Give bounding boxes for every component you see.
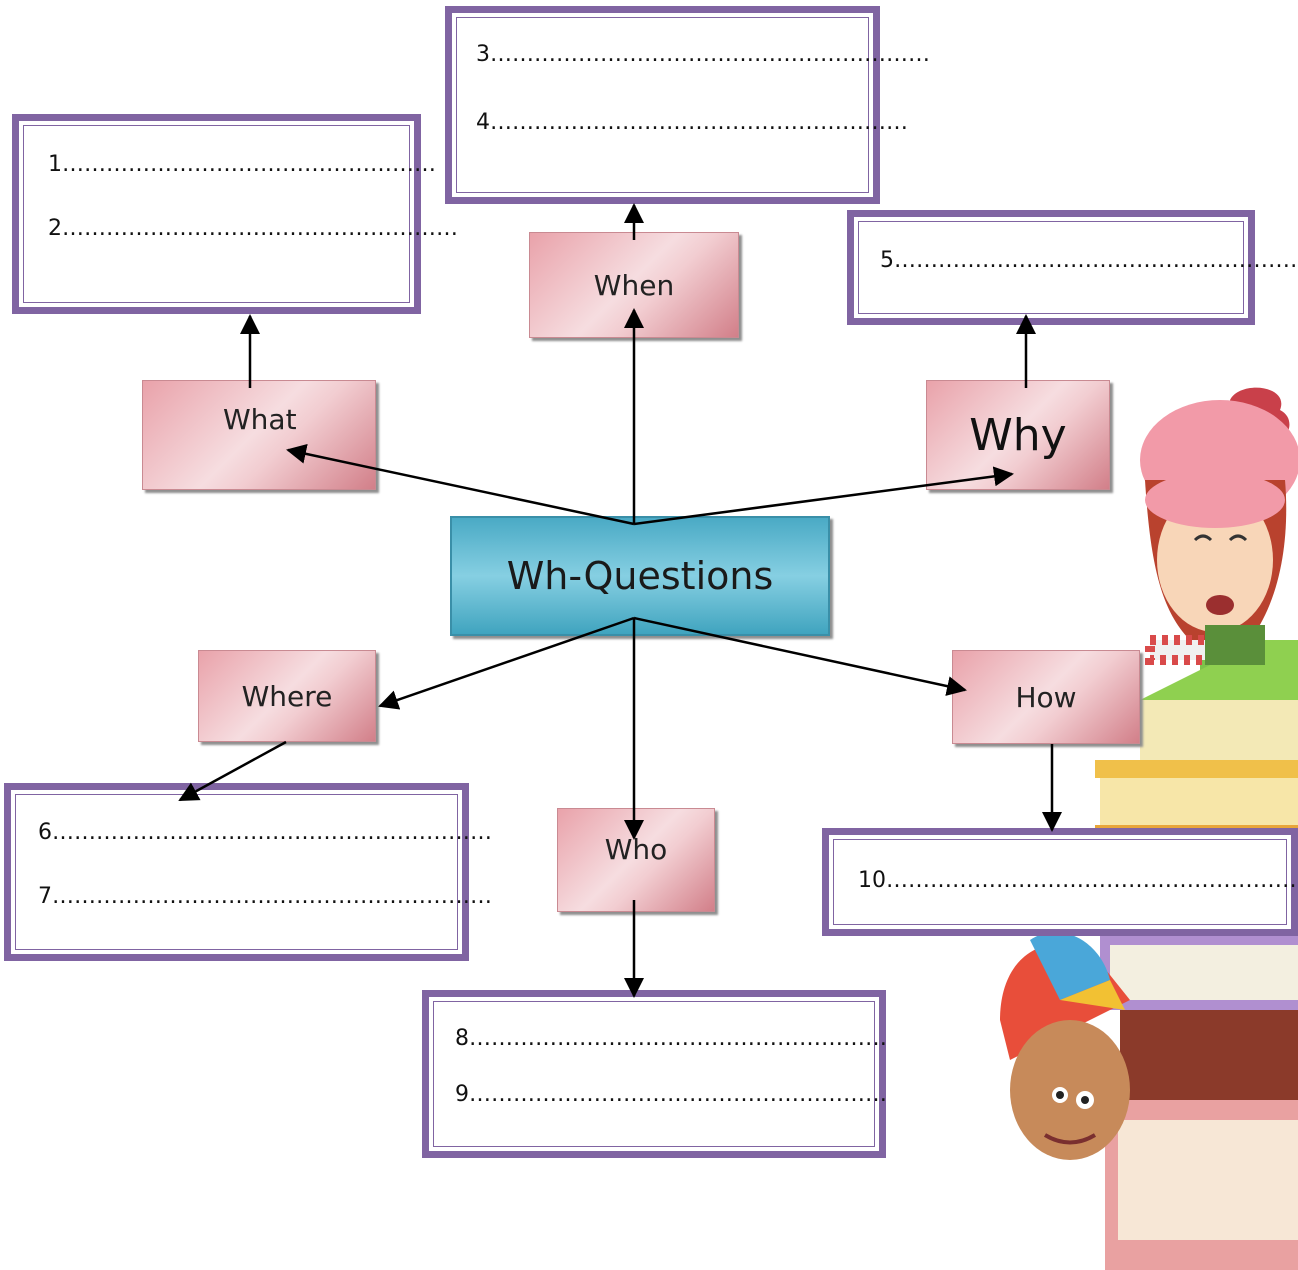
wh-questions-node: Wh-Questions — [450, 516, 830, 636]
what-node: What — [142, 380, 376, 490]
what-answer-box — [12, 114, 421, 314]
answer-line-9[interactable]: 9………………………………………………… — [455, 1082, 887, 1107]
answer-line-2[interactable]: 2……………………………………………… — [48, 216, 458, 241]
where-node: Where — [198, 650, 376, 742]
answer-line-1[interactable]: 1…………………………………………… — [48, 152, 436, 177]
answer-line-5[interactable]: 5………………………………………………… — [880, 248, 1298, 273]
where-answer-box — [4, 783, 469, 961]
answer-line-7[interactable]: 7…………………………………………………… — [38, 884, 492, 909]
answer-line-3[interactable]: 3…………………………………………………… — [476, 42, 930, 67]
answer-line-4[interactable]: 4………………………………………………… — [476, 110, 908, 135]
answer-line-6[interactable]: 6…………………………………………………… — [38, 820, 492, 845]
boy-illustration — [1000, 932, 1130, 1160]
when-answer-box — [445, 6, 880, 204]
how-node: How — [952, 650, 1140, 744]
where-label: Where — [241, 679, 333, 713]
who-node: Who — [557, 808, 715, 912]
why-label: Why — [969, 409, 1067, 461]
answer-line-10[interactable]: 10…………………………………………………… — [858, 868, 1298, 893]
why-answer-box — [847, 210, 1255, 325]
answer-line-8[interactable]: 8………………………………………………… — [455, 1026, 887, 1051]
who-label: Who — [604, 833, 668, 866]
how-answer-box — [822, 828, 1298, 936]
girl-illustration — [1140, 387, 1298, 665]
when-label: When — [593, 268, 675, 302]
how-label: How — [1015, 680, 1077, 714]
when-node: When — [529, 232, 739, 338]
why-node: Why — [926, 380, 1110, 490]
wh-questions-label: Wh-Questions — [506, 554, 774, 598]
what-label: What — [223, 403, 297, 436]
who-answer-box — [422, 990, 886, 1158]
